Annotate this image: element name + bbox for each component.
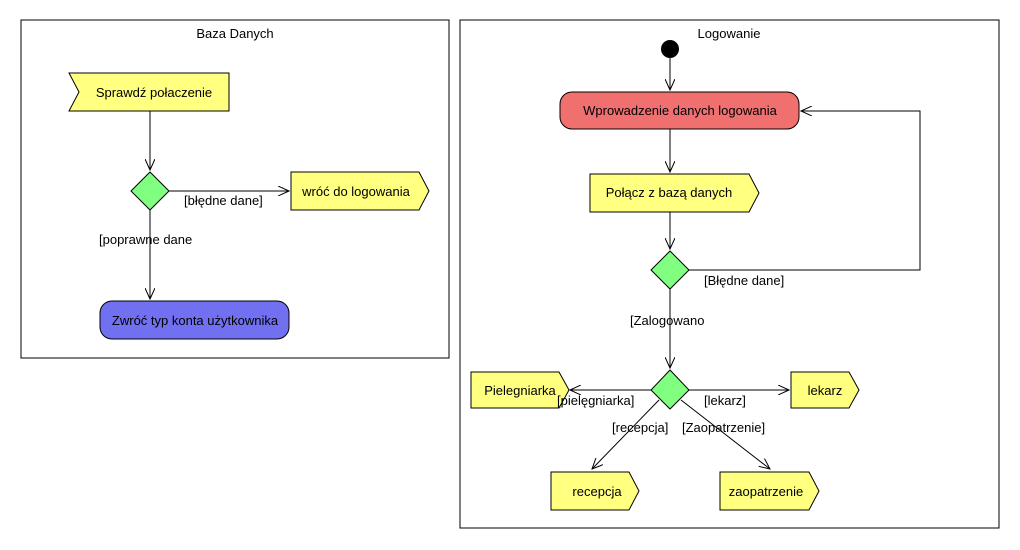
node-reception-label: recepcja (572, 484, 622, 499)
node-enter-credentials-label: Wprowadzenie danych logowania (583, 103, 777, 118)
node-doctor[interactable]: lekarz (790, 371, 860, 409)
edge-role-to-reception (592, 399, 660, 469)
guard-zaopatrzenie: [Zaopatrzenie] (682, 420, 765, 435)
guard-bledne-dane-login: [Błędne dane] (704, 273, 784, 288)
start-node (661, 40, 679, 58)
guard-poprawne-dane: [poprawne dane (99, 232, 192, 247)
panel-title-logowanie: Logowanie (698, 26, 761, 41)
node-check-connection-label: Sprawdź połaczenie (96, 85, 212, 100)
guard-zalogowano: [Zalogowano (630, 313, 704, 328)
panel-title-baza-danych: Baza Danych (196, 26, 273, 41)
edge-wrong-loop-back (689, 111, 921, 271)
guard-pielegniarka: [pielęgniarka] (557, 393, 634, 408)
node-reception[interactable]: recepcja (550, 471, 640, 511)
node-connect-db-label: Połącz z bazą danych (606, 185, 732, 200)
node-nurse-label: Pielegniarka (484, 383, 556, 398)
node-doctor-label: lekarz (808, 383, 843, 398)
node-supply-label: zaopatrzenie (729, 484, 803, 499)
node-return-account-type[interactable]: Zwróć typ konta użytkownika (99, 300, 290, 340)
node-enter-credentials[interactable]: Wprowadzenie danych logowania (559, 91, 800, 130)
node-return-account-type-label: Zwróć typ konta użytkownika (112, 313, 279, 328)
guard-recepcja: [recepcja] (612, 420, 668, 435)
guard-bledne-dane: [błędne dane] (184, 193, 263, 208)
edge-role-to-supply (680, 399, 770, 469)
node-nurse[interactable]: Pielegniarka (470, 371, 570, 409)
node-supply[interactable]: zaopatrzenie (719, 471, 820, 511)
node-back-to-login-label: wróć do logowania (301, 184, 410, 199)
node-connect-db[interactable]: Połącz z bazą danych (589, 173, 760, 213)
decision-role[interactable] (650, 369, 690, 410)
node-check-connection[interactable]: Sprawdź połaczenie (68, 72, 230, 112)
guard-lekarz: [lekarz] (704, 393, 746, 408)
node-back-to-login[interactable]: wróć do logowania (290, 171, 430, 211)
